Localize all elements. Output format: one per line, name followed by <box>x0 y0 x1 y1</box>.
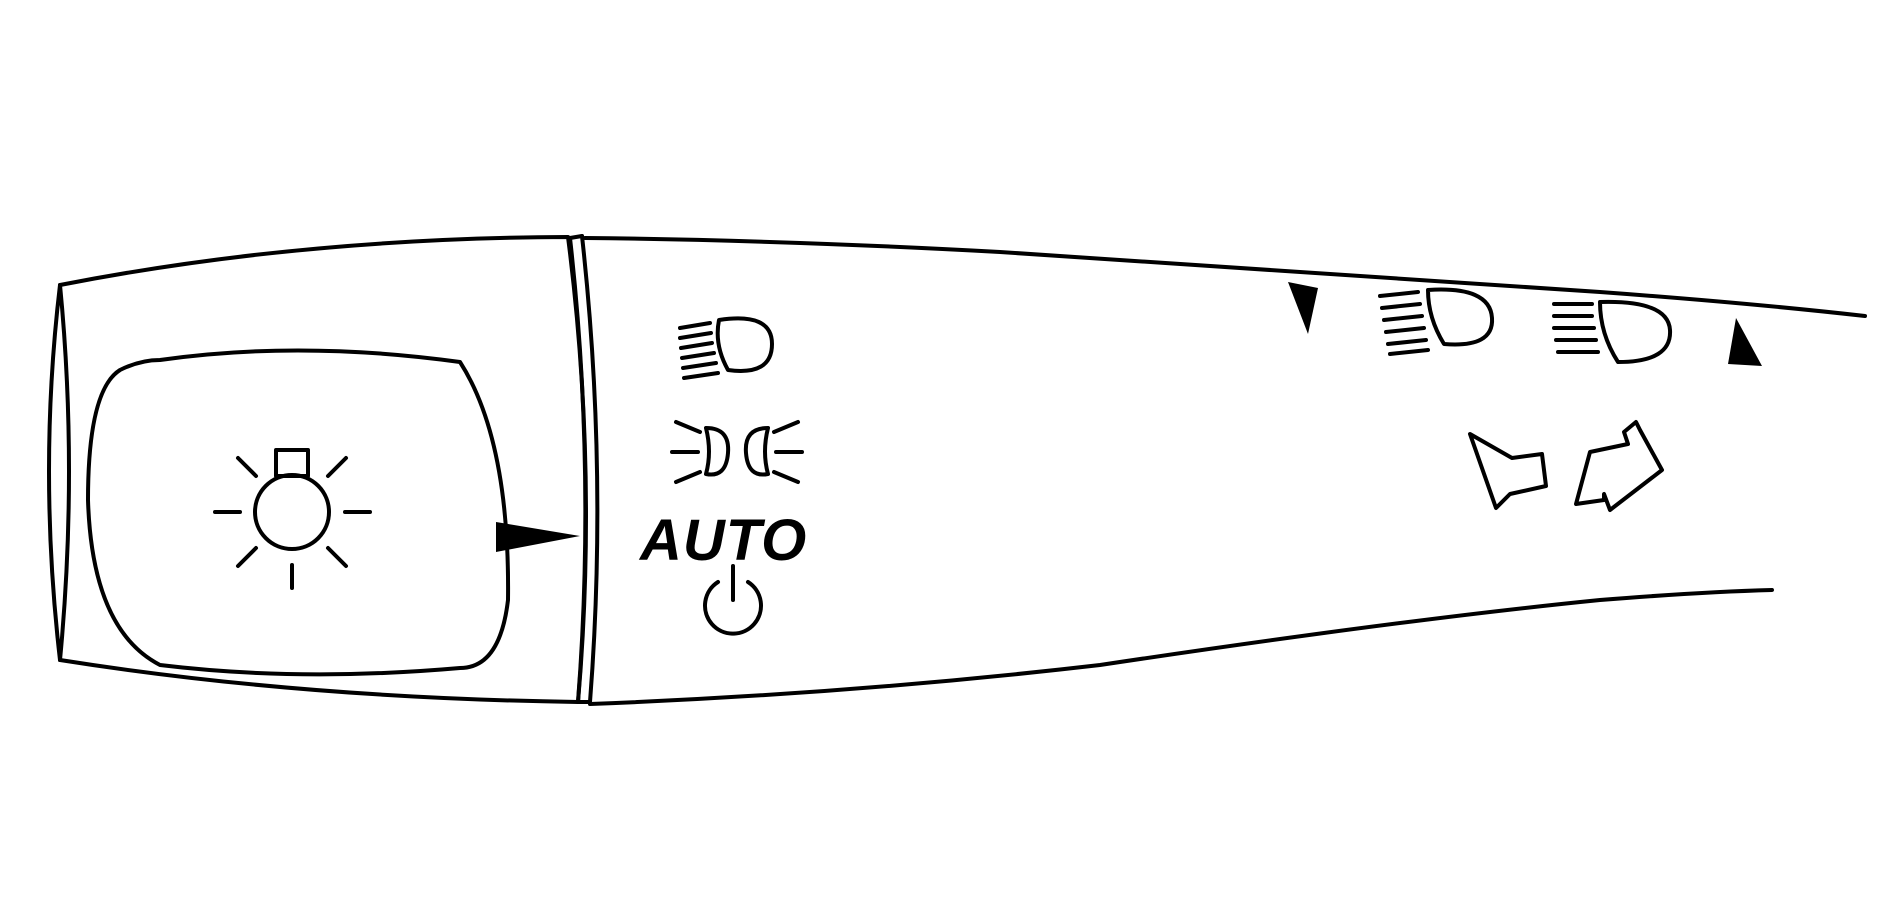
light-bulb-icon <box>213 448 372 590</box>
rotary-knob[interactable] <box>47 235 588 704</box>
high-beam-icon <box>1552 299 1673 364</box>
headlamp-icon <box>678 316 774 380</box>
parking-lamp-icon <box>670 420 804 484</box>
auto-label: AUTO <box>638 508 807 573</box>
low-beam-icon <box>1378 287 1495 356</box>
power-off-icon <box>703 564 763 636</box>
pointer-arrow-icon <box>496 522 580 552</box>
detent-marker-high <box>1728 318 1762 366</box>
detent-marker-low <box>1288 282 1318 334</box>
right-turn-arrow-icon <box>1574 420 1664 512</box>
left-turn-arrow-icon <box>1468 432 1548 510</box>
lever-stalk <box>583 236 1867 706</box>
